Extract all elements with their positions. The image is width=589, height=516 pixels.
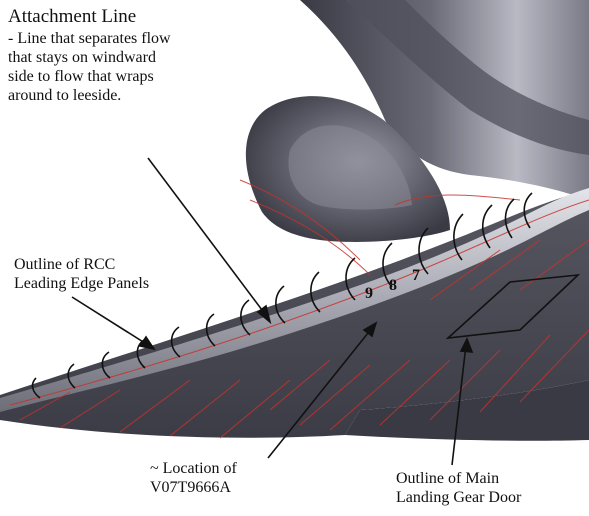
panel-number-9: 9 xyxy=(365,285,373,302)
rcc-panels-label: Outline of RCC Leading Edge Panels xyxy=(14,256,149,294)
panel-number-7: 7 xyxy=(412,267,420,284)
sensor-location-label: ~ Location of V07T9666A xyxy=(150,460,237,498)
rcc-outline-arrow xyxy=(72,297,148,345)
rcc-outline-arrowhead xyxy=(140,337,154,349)
panel-number-8: 8 xyxy=(389,277,397,294)
attachment-line-title: Attachment Line xyxy=(8,6,136,28)
attachment-line-description: - Line that separates flow that stays on… xyxy=(8,30,171,106)
landing-gear-door-label: Outline of Main Landing Gear Door xyxy=(396,470,521,508)
